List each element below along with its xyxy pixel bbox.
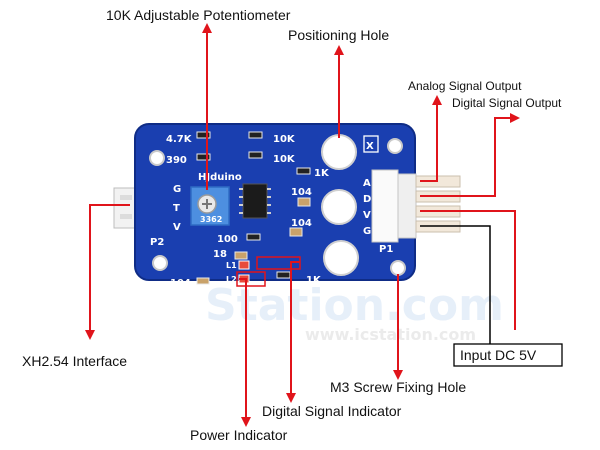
pot-code: 3362: [200, 215, 222, 224]
mount-hole-bottom-right: [390, 260, 406, 276]
silk-right-pin-g: G: [363, 226, 371, 237]
mount-hole-top-right: [387, 138, 403, 154]
digital-indicator-highlight: [256, 256, 301, 270]
silk-1k-bottom: 1K: [306, 275, 322, 286]
silk-left-pin-t: T: [173, 203, 180, 214]
silk-390: 390: [166, 155, 187, 166]
arrow-digital-output: [420, 113, 520, 197]
label-xh-interface: XH2.54 Interface: [22, 353, 127, 369]
pin-header-connector: [371, 169, 461, 243]
silk-100: 100: [217, 234, 238, 245]
arrow-power-indicator: [239, 278, 251, 427]
silk-left-conn: P2: [150, 237, 164, 248]
silk-brand: HJduino: [198, 172, 242, 183]
silk-led-l2: L2: [226, 275, 237, 284]
pointer-arrows: [85, 23, 520, 427]
label-positioning-hole: Positioning Hole: [288, 27, 389, 43]
silk-104-b: 104: [291, 218, 312, 229]
arrow-xh-interface: [85, 204, 130, 340]
led-l1: [238, 260, 250, 270]
label-power-indicator: Power Indicator: [190, 427, 288, 443]
sensor-hole-bottom: [323, 240, 359, 276]
input-dc-line: [420, 225, 491, 345]
silk-10k-a: 10K: [273, 134, 296, 145]
silk-right-pin-v: V: [363, 210, 371, 221]
label-digital-output: Digital Signal Output: [452, 96, 562, 110]
label-potentiometer: 10K Adjustable Potentiometer: [106, 7, 291, 23]
watermark-brand: Station.com: [205, 280, 504, 331]
arrow-gnd-return: [420, 210, 516, 330]
mount-hole-top-left: [149, 150, 165, 166]
watermark: Station.com www.icstation.com: [205, 280, 504, 344]
input-dc-box: [453, 343, 563, 367]
arrow-analog-output: [420, 95, 442, 182]
silk-left-pin-v: V: [173, 222, 181, 233]
silk-right-conn: P1: [379, 244, 393, 255]
silk-x-mark: X: [366, 141, 374, 152]
label-screw-hole: M3 Screw Fixing Hole: [330, 379, 466, 395]
label-input-dc: Input DC 5V: [460, 347, 537, 363]
sensor-hole-middle: [321, 189, 357, 225]
power-indicator-highlight: [236, 271, 266, 287]
potentiometer-part: 3362: [190, 186, 230, 226]
ic-chip: [242, 183, 268, 219]
silk-right-pin-a: A: [363, 178, 371, 189]
silk-right-pin-d: D: [363, 194, 371, 205]
silk-104-c: 104: [170, 278, 191, 289]
label-analog-output: Analog Signal Output: [408, 79, 522, 93]
arrow-digital-indicator: [286, 261, 300, 403]
positioning-hole: [321, 134, 357, 170]
mount-hole-bottom-left: [152, 255, 168, 271]
label-digital-indicator: Digital Signal Indicator: [262, 403, 402, 419]
silk-left-pin-g: G: [173, 184, 181, 195]
silk-led-l1: L1: [226, 261, 237, 270]
silk-18: 18: [213, 249, 227, 260]
silk-4k7: 4.7K: [166, 134, 193, 145]
silk-1k-top: 1K: [314, 168, 330, 179]
silk-104-a: 104: [291, 187, 312, 198]
watermark-url: www.icstation.com: [305, 325, 476, 344]
silk-10k-b: 10K: [273, 154, 296, 165]
